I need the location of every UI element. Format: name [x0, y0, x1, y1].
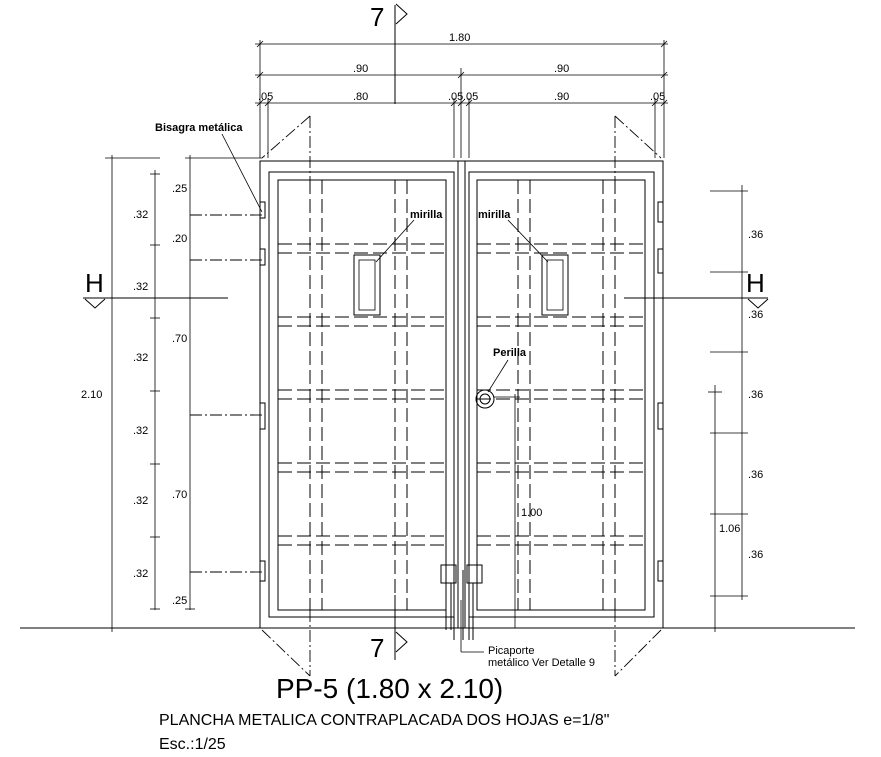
drawing-description: PLANCHA METALICA CONTRAPLACADA DOS HOJAS… [159, 712, 609, 729]
peephole-left [353, 254, 381, 316]
dim-right-2: .36 [748, 309, 763, 321]
dim-handle-outer: 1.06 [719, 523, 740, 535]
dim-left-inner-1: .25 [172, 183, 187, 195]
dim-frame-a: .05 [258, 91, 273, 103]
dim-total-height: 2.10 [81, 389, 102, 401]
door-leaf-right [468, 171, 664, 618]
dim-handle-inner: 1.00 [521, 507, 542, 519]
dim-leaf-right-width: .90 [554, 63, 569, 75]
dim-right-3: .36 [748, 389, 763, 401]
label-hinge: Bisagra metálica [155, 122, 243, 134]
latch [440, 564, 483, 640]
dim-frame-c: .05 [463, 91, 478, 103]
label-handle: Perilla [493, 347, 527, 359]
hinge-left-4 [259, 560, 266, 582]
dim-leaf-left-width: .90 [353, 63, 368, 75]
annotations: Bisagra metálica mirilla mirilla Perilla… [155, 122, 595, 669]
door-frame [259, 160, 664, 629]
hinge-right-3 [657, 402, 664, 430]
dim-right-5: .36 [748, 549, 763, 561]
dim-right-1: .36 [748, 229, 763, 241]
drawing-title: PP-5 (1.80 x 2.10) [276, 673, 503, 704]
dim-left-inner-3: .70 [172, 333, 187, 345]
dim-left-outer-3: .32 [133, 352, 148, 364]
section-mark-h-right: H [746, 268, 765, 298]
dim-frame-d: .05 [650, 91, 665, 103]
label-peephole-right: mirilla [478, 209, 511, 221]
dim-overall-width: 1.80 [449, 32, 470, 44]
hinge-left-1 [259, 201, 266, 219]
dim-left-inner-5: .25 [172, 595, 187, 607]
dim-panel-left: .80 [353, 91, 368, 103]
label-peephole-left: mirilla [410, 209, 443, 221]
section-mark-h-left: H [85, 268, 104, 298]
dim-left-outer-6: .32 [133, 568, 148, 580]
section-mark-7-top: 7 [370, 2, 384, 32]
peephole-right [541, 254, 569, 316]
dim-left-outer-4: .32 [133, 425, 148, 437]
dimensions-right: .36 .36 .36 .36 .36 1.00 1.06 [494, 185, 763, 632]
dim-right-4: .36 [748, 469, 763, 481]
dimensions-left: 2.10 .32 .32 .32 .32 .32 .32 .25 .20 .70… [81, 155, 262, 632]
label-latch-line2: metálico Ver Detalle 9 [488, 657, 595, 669]
dim-left-inner-4: .70 [172, 489, 187, 501]
dim-left-outer-5: .32 [133, 495, 148, 507]
dim-frame-b: .05 [448, 91, 463, 103]
hinge-right-4 [657, 560, 664, 582]
hinge-right-2 [657, 248, 664, 274]
hinge-left-2 [259, 248, 266, 266]
door-leaf-left [259, 171, 455, 618]
hinge-right-1 [657, 201, 664, 223]
hinge-left-3 [259, 402, 266, 430]
handle [475, 389, 495, 409]
dim-left-outer-1: .32 [133, 209, 148, 221]
section-mark-7-bottom: 7 [370, 633, 384, 663]
section-cut-7: 7 7 [370, 2, 408, 663]
dim-panel-right: .90 [554, 91, 569, 103]
dim-left-inner-2: .20 [172, 233, 187, 245]
swing-lines [261, 115, 662, 677]
drawing-scale: Esc.:1/25 [159, 736, 226, 753]
label-latch-line1: Picaporte [488, 645, 534, 657]
dim-left-outer-2: .32 [133, 281, 148, 293]
section-cut-h: H H [83, 268, 769, 309]
title-block: PP-5 (1.80 x 2.10) PLANCHA METALICA CONT… [159, 673, 609, 753]
dimensions-top: 1.80 .90 .90 .05 .80 .05 .05 .90 .05 [255, 32, 668, 158]
